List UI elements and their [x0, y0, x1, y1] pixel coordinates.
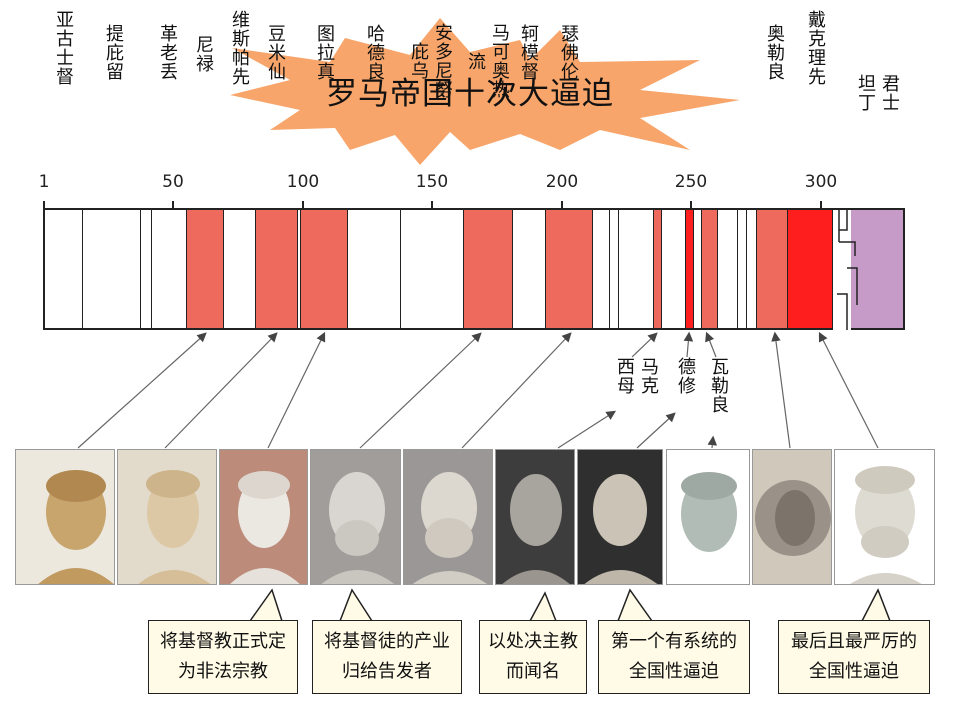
emperor-marcus: 马可奥热流	[465, 23, 510, 99]
segment-trajan	[301, 210, 348, 328]
emperor-caligula: 革老丢	[157, 24, 178, 81]
segment-severus	[546, 210, 593, 328]
portrait-aurelian-coin	[752, 449, 832, 585]
segment-decius	[686, 210, 694, 328]
segment-marcus	[464, 210, 513, 328]
emperor-augustus: 亚古士督	[53, 10, 74, 86]
segment-blank	[662, 210, 686, 328]
emperor-antoninus: 安多尼努庇乌	[408, 23, 453, 99]
segment-valerian	[702, 210, 718, 328]
axis-tick-50: 50	[162, 172, 184, 192]
bust-icon	[16, 450, 114, 584]
segment-blank	[593, 210, 610, 328]
emperor-diocletian: 戴克理先	[805, 10, 826, 86]
bust-icon	[578, 450, 662, 584]
tick-mark	[43, 201, 45, 211]
emperor-commodus: 轲模督	[518, 24, 539, 81]
segment-maximinus	[654, 210, 662, 328]
portrait-marcus-aurelius	[310, 449, 401, 585]
portrait-diocletian	[834, 449, 935, 585]
tick-mark	[172, 201, 174, 211]
segment-commodus	[513, 210, 546, 328]
page-title: 罗马帝国十次大逼迫	[326, 76, 614, 112]
emperor-decius: 德修	[675, 357, 696, 395]
tick-mark	[820, 201, 822, 211]
emperor-constantine: 君士坦丁	[855, 74, 900, 112]
coin-icon	[753, 450, 831, 584]
axis-tick-150: 150	[415, 172, 449, 192]
emperor-tiberius: 提庇留	[103, 24, 124, 81]
emperor-valerian: 瓦勒良	[708, 357, 729, 414]
portrait-nero	[15, 449, 115, 585]
axis-tick-100: 100	[286, 172, 320, 192]
bust-icon	[220, 450, 307, 584]
segment-tiberius	[83, 210, 141, 328]
tick-mark	[690, 201, 692, 211]
axis-tick-1: 1	[38, 172, 50, 192]
portrait-decius	[577, 449, 663, 585]
axis-tick-300: 300	[804, 172, 838, 192]
axis-tick-250: 250	[674, 172, 708, 192]
callout-decius: 第一个有系统的全国性逼迫	[598, 620, 750, 694]
segment-nero	[187, 210, 224, 328]
emperor-vespasian: 维斯帕先	[229, 10, 250, 86]
portrait-valerian	[666, 449, 750, 585]
bust-icon	[667, 450, 749, 584]
portrait-septimius-severus	[403, 449, 493, 585]
portrait-domitian	[117, 449, 217, 585]
callout-diocletian: 最后且最严厉的全国性逼迫	[778, 620, 930, 694]
emperor-nero: 尼禄	[193, 35, 214, 73]
axis-tick-200: 200	[545, 172, 579, 192]
segment-blank	[747, 210, 757, 328]
segment-blank	[619, 210, 654, 328]
tick-mark	[561, 201, 563, 211]
title-starburst	[230, 18, 740, 165]
bust-icon	[496, 450, 574, 584]
segment-caligula	[141, 210, 152, 328]
segment-nerva	[298, 210, 301, 328]
emperor-hadrian: 哈德良	[364, 24, 385, 81]
segment-antoninus	[401, 210, 464, 328]
bust-icon	[311, 450, 400, 584]
segment-claudius	[152, 210, 187, 328]
timeline-bar	[43, 208, 905, 330]
callout-maximinus: 以处决主教而闻名	[479, 620, 587, 694]
emperor-aurelian: 奥勒良	[764, 24, 785, 81]
portrait-maximinus	[495, 449, 575, 585]
emperor-trajan: 图拉真	[314, 24, 335, 81]
emperor-maximinus: 马克西母	[614, 357, 659, 395]
portrait-trajan	[219, 449, 308, 585]
segment-blank	[718, 210, 738, 328]
emperor-domitian: 豆米仙	[265, 24, 286, 81]
tick-mark	[302, 201, 304, 211]
segment-blank	[610, 210, 619, 328]
bust-icon	[835, 450, 934, 584]
constantine-tetrarchy-lines	[833, 210, 858, 330]
bust-icon	[404, 450, 492, 584]
segment-blank	[738, 210, 747, 328]
segment-hadrian	[348, 210, 401, 328]
segment-aurelian	[757, 210, 788, 328]
tick-mark	[431, 201, 433, 211]
segment-blank	[694, 210, 702, 328]
segment-augustus	[45, 210, 83, 328]
segment-domitian	[256, 210, 298, 328]
segment-diocletian	[788, 210, 833, 328]
callout-trajan-marcus: 将基督徒的产业归给告发者	[312, 620, 462, 694]
emperor-severus: 瑟佛伦	[558, 24, 579, 81]
bust-icon	[118, 450, 216, 584]
segment-vespasian	[224, 210, 256, 328]
callout-nero: 将基督教正式定为非法宗教	[148, 620, 298, 694]
